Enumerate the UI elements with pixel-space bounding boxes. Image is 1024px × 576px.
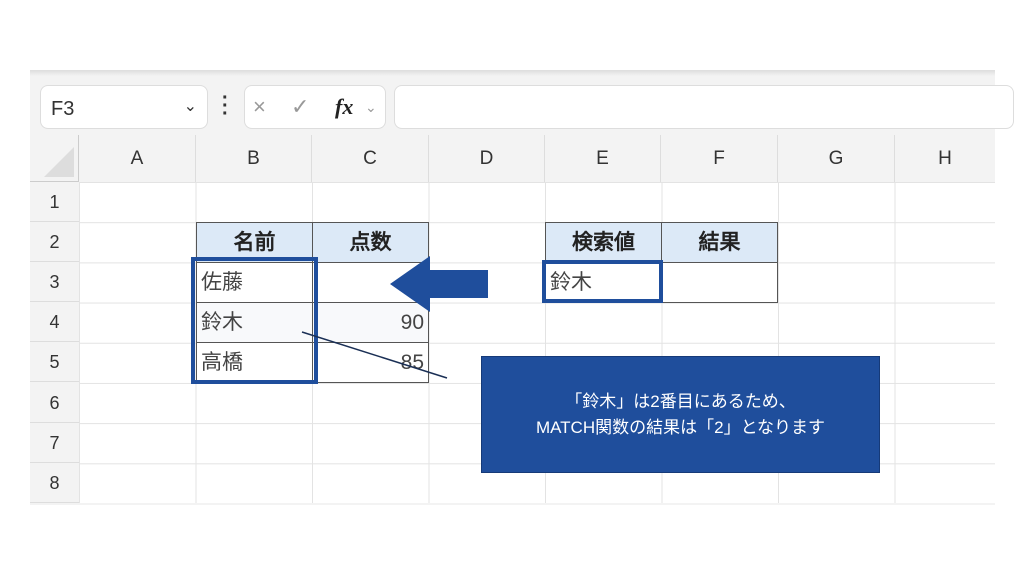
column-header[interactable]: E: [545, 135, 661, 182]
callout-line-1: 「鈴木」は2番目にあるため、: [565, 391, 796, 411]
column-header[interactable]: F: [661, 135, 778, 182]
cell-f3[interactable]: [661, 262, 778, 303]
chevron-down-icon[interactable]: ⌄: [365, 99, 377, 115]
name-box[interactable]: F3 ⌄: [40, 85, 208, 129]
formula-input[interactable]: [394, 85, 1014, 129]
check-icon[interactable]: ✓: [291, 94, 310, 119]
cell-c5[interactable]: 85: [312, 342, 429, 383]
callout-box: 「鈴木」は2番目にあるため、 MATCH関数の結果は「2」となります: [481, 356, 880, 473]
row-header[interactable]: 7: [30, 423, 79, 463]
header-score[interactable]: 点数: [312, 222, 429, 263]
arrow-left-icon: [390, 256, 488, 312]
row-header[interactable]: 6: [30, 383, 79, 423]
row-header[interactable]: 4: [30, 302, 79, 342]
row-header[interactable]: 1: [30, 182, 79, 222]
row-header[interactable]: 2: [30, 222, 79, 262]
select-all-corner[interactable]: [30, 135, 79, 182]
name-box-value: F3: [51, 98, 75, 120]
formula-controls: × ✓ fx ⌄: [244, 85, 386, 129]
column-header[interactable]: H: [938, 148, 952, 169]
header-result[interactable]: 結果: [661, 222, 778, 263]
column-header[interactable]: B: [196, 135, 312, 182]
callout-line-2: MATCH関数の結果は「2」となります: [535, 417, 826, 437]
column-header[interactable]: C: [312, 135, 429, 182]
header-name[interactable]: 名前: [196, 222, 313, 263]
header-lookup[interactable]: 検索値: [545, 222, 662, 263]
cell-e3[interactable]: 鈴木: [545, 262, 662, 303]
range-highlight: [191, 257, 318, 384]
row-header[interactable]: 5: [30, 342, 79, 382]
row-header[interactable]: 8: [30, 463, 79, 503]
fx-icon[interactable]: fx: [335, 94, 354, 119]
chevron-down-icon[interactable]: ⌄: [183, 98, 197, 115]
column-header[interactable]: D: [429, 135, 545, 182]
ribbon-edge: [30, 70, 995, 76]
callout-pointer: [301, 331, 448, 379]
cancel-icon[interactable]: ×: [253, 94, 266, 119]
column-header[interactable]: A: [79, 135, 196, 182]
more-icon[interactable]: ···: [222, 87, 229, 125]
lookup-highlight: [542, 260, 663, 303]
row-header[interactable]: 3: [30, 262, 79, 302]
cell-b4[interactable]: 鈴木: [196, 302, 313, 343]
column-header[interactable]: G: [778, 135, 895, 182]
